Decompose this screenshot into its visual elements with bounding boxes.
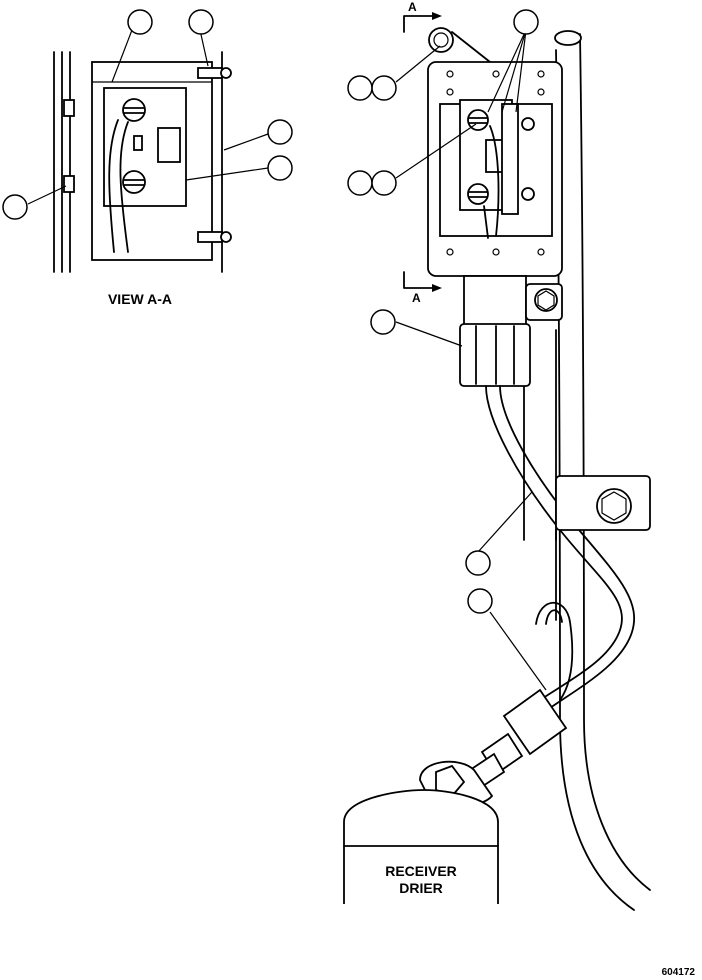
callout-circle [465, 550, 491, 576]
main-callouts [347, 9, 547, 691]
side-bolt [534, 288, 558, 312]
receiver-drier-label-line1: RECEIVER [385, 863, 457, 879]
view-a-a-detail [2, 9, 293, 273]
terminal-screw-lower [122, 170, 146, 194]
figure-number: 604172 [662, 967, 696, 978]
section-marker-top: A [408, 0, 417, 14]
switch-neck [463, 275, 527, 327]
clamp-bolt [596, 488, 632, 524]
callout-circle [127, 9, 153, 35]
callout-circle [2, 194, 28, 220]
callout-circle [347, 75, 373, 101]
switch-screw-lower [467, 183, 489, 205]
section-marker-bottom: A [412, 291, 421, 305]
harness-connector [459, 323, 531, 387]
callout-circle [371, 170, 397, 196]
main-assembly: A A [343, 0, 651, 911]
callout-circle [467, 588, 493, 614]
pressure-fitting [419, 688, 568, 807]
bolt-top [428, 27, 454, 53]
view-title: VIEW A-A [108, 291, 172, 307]
callout-circle [370, 309, 396, 335]
callout-circle [371, 75, 397, 101]
callout-circle [347, 170, 373, 196]
terminal-screw-upper [122, 98, 146, 122]
callout-circle [188, 9, 214, 35]
callout-circle [267, 155, 293, 181]
switch-screw-upper [467, 109, 489, 131]
callout-circle [267, 119, 293, 145]
callout-circle [513, 9, 539, 35]
receiver-drier-label-line2: DRIER [399, 880, 443, 896]
